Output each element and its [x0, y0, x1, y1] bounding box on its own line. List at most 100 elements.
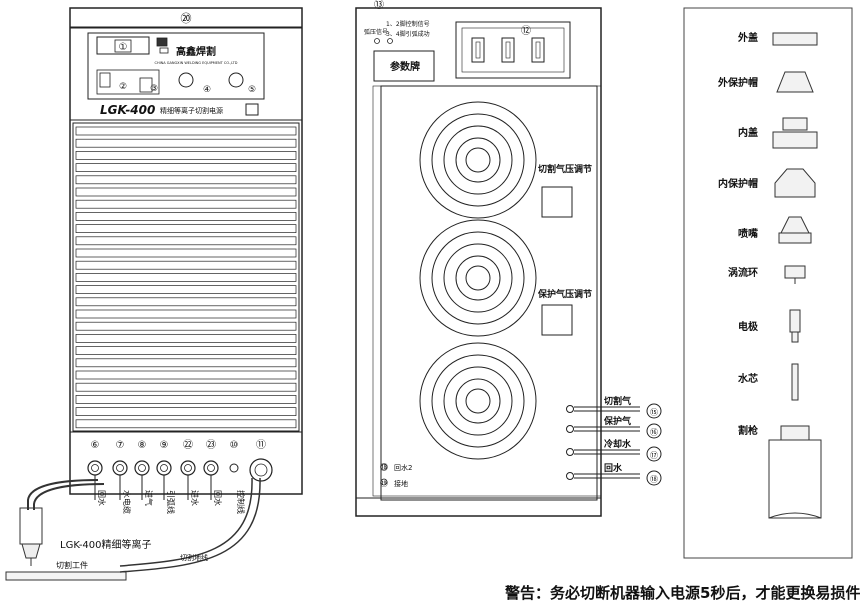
back-port-label: 冷却水	[604, 438, 632, 450]
back-port[interactable]	[566, 448, 574, 456]
fan-ring	[465, 265, 491, 291]
back-port-callout: ⑯	[650, 428, 658, 437]
connector-label: 控制线	[236, 490, 246, 514]
vent-slat	[75, 273, 297, 282]
part-label: 割枪	[738, 424, 758, 437]
nozzle-icon	[778, 216, 812, 244]
part-label: 喷嘴	[738, 227, 758, 240]
knob-label-4: ④	[203, 85, 211, 95]
left-label-2: 接地	[394, 479, 408, 488]
connector-callout: ⑥	[91, 440, 100, 451]
connector-port[interactable]	[203, 460, 219, 476]
fan-ring	[455, 378, 501, 424]
fan-ring	[431, 113, 525, 207]
connector-port[interactable]	[134, 460, 150, 476]
cut-gas-regulator[interactable]	[541, 186, 573, 218]
connector-port[interactable]	[180, 460, 196, 476]
vent-slat	[75, 126, 297, 136]
part-label: 内盖	[738, 126, 758, 139]
vent-slat	[75, 407, 297, 416]
fan-ring	[455, 255, 501, 301]
brand-name: 高鑫焊割	[176, 45, 216, 58]
connector-label: 进水	[190, 490, 200, 506]
shield-gas-regulator[interactable]	[541, 304, 573, 336]
connector-callout: ⑨	[160, 440, 169, 451]
vent-slat	[75, 297, 297, 307]
vent-slat	[75, 151, 297, 160]
vent-slat	[75, 395, 297, 404]
back-port-callout-ring	[646, 403, 662, 419]
fan-ring	[465, 388, 491, 414]
connector-label: 水电缆	[122, 490, 132, 514]
front-cabinet	[69, 7, 303, 495]
water-core-icon	[791, 363, 799, 401]
vent-slat	[75, 224, 297, 233]
swirl-ring-icon	[784, 265, 806, 284]
gas-knob[interactable]	[228, 72, 244, 88]
fan-ring	[419, 219, 537, 337]
model-name: LGK-400	[100, 103, 155, 117]
fan-ring	[443, 243, 513, 313]
connector-callout: ⑪	[256, 439, 266, 451]
connector-port[interactable]	[112, 460, 128, 476]
ground-label: 切割地线	[180, 553, 208, 562]
vent-slat	[75, 187, 297, 197]
warning-text: 警告：务必切断机器输入电源5秒后，才能更换易损件！	[505, 584, 860, 602]
knob-label-3: ③	[150, 84, 158, 94]
fan-ring	[431, 354, 525, 448]
vent-slat	[75, 334, 297, 343]
fan-ring	[419, 101, 537, 219]
signal-socket[interactable]	[501, 37, 515, 63]
vent-slat	[75, 382, 297, 392]
part-label: 水芯	[737, 372, 758, 385]
vent-grille	[72, 122, 300, 432]
control-socket[interactable]	[229, 463, 239, 473]
current-knob[interactable]	[178, 72, 194, 88]
back-cabinet	[355, 7, 602, 517]
part-label: 电极	[738, 320, 759, 333]
part-label: 外盖	[737, 31, 758, 44]
vent-slat	[75, 260, 297, 270]
workpiece-label: 切割工件	[56, 560, 88, 570]
signal-socket[interactable]	[531, 37, 545, 63]
back-port[interactable]	[566, 425, 574, 433]
signal-socket[interactable]	[471, 37, 485, 63]
connector-label: 进气	[144, 490, 154, 506]
torch-socket[interactable]	[249, 458, 273, 482]
connector-port[interactable]	[87, 460, 103, 476]
knob-label-5: ⑤	[248, 85, 256, 95]
back-port-callout: ⑮	[650, 408, 658, 417]
vent-slat	[75, 236, 297, 246]
inner-shield-cap-icon	[774, 168, 816, 198]
connector-label: 引弧线	[166, 490, 176, 514]
back-port[interactable]	[566, 472, 574, 480]
fan-ring	[443, 125, 513, 195]
back-port-label: 切割气	[604, 395, 631, 407]
socket-callout: ⑫	[521, 25, 531, 37]
back-port[interactable]	[566, 405, 574, 413]
back-port-callout-ring	[646, 446, 662, 462]
back-port-label: 回水	[604, 462, 623, 474]
nameplate-label: 参数牌	[390, 60, 420, 73]
back-port-callout-ring	[646, 423, 662, 439]
torch-body	[19, 507, 43, 545]
back-port-label: 保护气	[603, 415, 631, 427]
part-label: 外保护帽	[717, 76, 758, 89]
vent-slat	[75, 358, 297, 368]
vent-slat	[75, 212, 297, 221]
signal-note-2: 3、4脚引弧成功	[386, 30, 430, 38]
connector-label: 回水	[97, 490, 107, 506]
model-desc: 精细等离子切割电源	[160, 106, 223, 115]
vent-slat	[75, 321, 297, 331]
brand-sub: CHINA GANGXIN WELDING EQUIPMENT CO.,LTD	[155, 61, 238, 65]
torch-label: LGK-400精细等离子	[60, 538, 152, 551]
connector-callout: ⑦	[116, 440, 125, 451]
vent-slat	[75, 419, 297, 429]
connector-port[interactable]	[156, 460, 172, 476]
vent-slat	[75, 175, 297, 185]
vent-slat	[75, 248, 297, 258]
front-callout-top: ⑳	[181, 12, 192, 25]
display-label: ①	[119, 42, 128, 53]
